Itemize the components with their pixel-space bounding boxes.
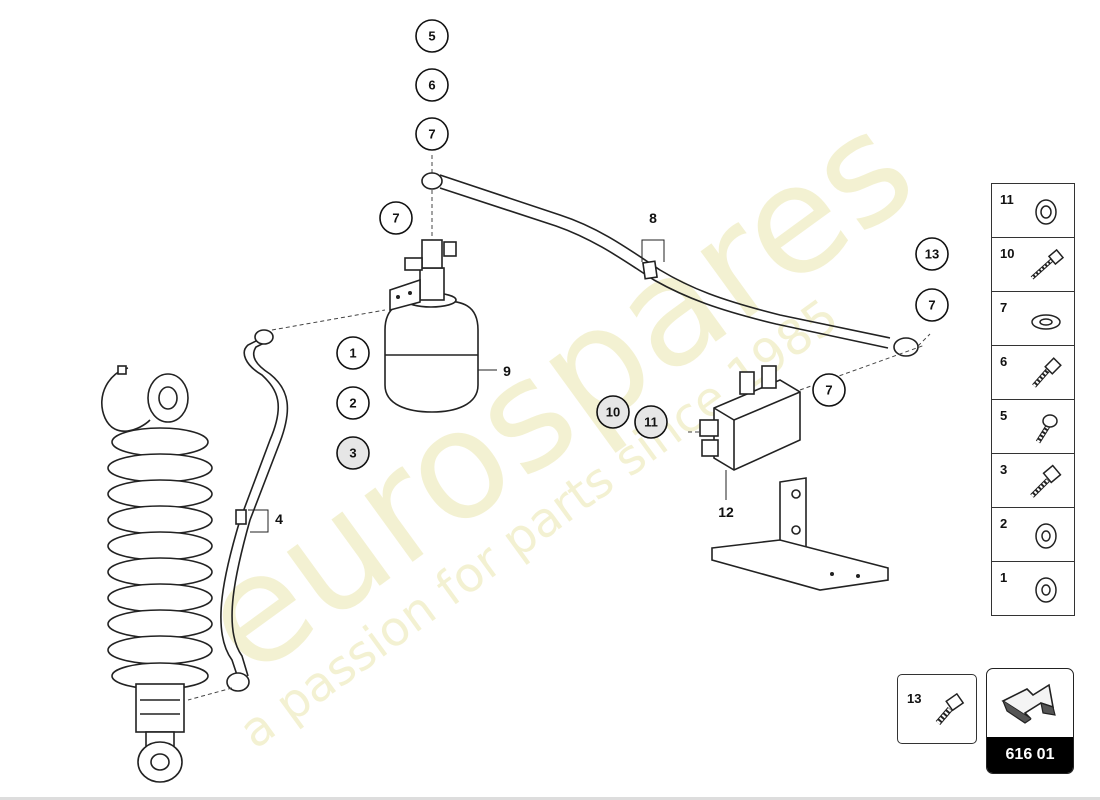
svg-text:5: 5	[428, 29, 435, 44]
hex-bolt-icon	[1030, 464, 1062, 498]
bottom-rule	[0, 797, 1100, 800]
pipe-8	[421, 172, 931, 357]
legend-item: 10	[992, 238, 1074, 292]
washer-icon	[1035, 577, 1057, 603]
legend-number: 1	[1000, 570, 1008, 585]
callout-7: 7	[915, 288, 949, 322]
callout-13: 13	[915, 237, 949, 271]
svg-text:7: 7	[428, 127, 435, 142]
callout-7: 7	[812, 373, 846, 407]
legend-item: 2	[992, 508, 1074, 562]
shock-absorber	[100, 365, 213, 783]
callout-6: 6	[415, 68, 449, 102]
hollow-screw-icon	[1032, 357, 1062, 388]
parts-legend: 11 10 7 6 5 3 2 1	[991, 183, 1075, 616]
callout-3: 3	[336, 436, 370, 470]
legend-number: 7	[1000, 300, 1008, 315]
washer-icon	[1035, 199, 1057, 225]
legend-item: 6	[992, 346, 1074, 400]
label-9: 9	[503, 363, 511, 379]
svg-text:2: 2	[349, 396, 356, 411]
legend-number: 11	[1000, 192, 1014, 207]
label-12: 12	[718, 504, 734, 520]
svg-text:6: 6	[428, 78, 435, 93]
svg-text:13: 13	[925, 247, 939, 262]
callout-7: 7	[379, 201, 413, 235]
legend-item: 7	[992, 292, 1074, 346]
navigation-arrow-icon	[1001, 683, 1056, 724]
hose-4	[187, 309, 386, 701]
ring-icon	[1035, 523, 1057, 549]
svg-text:7: 7	[825, 383, 832, 398]
legend-item: 11	[992, 184, 1074, 238]
legend-item: 5	[992, 400, 1074, 454]
legend-number: 5	[1000, 408, 1008, 423]
watermark: eurospares a passion for parts since 198…	[169, 80, 944, 760]
svg-text:7: 7	[392, 211, 399, 226]
bolt-icon	[1030, 248, 1064, 280]
callout-1: 1	[336, 336, 370, 370]
reference-box: 616 01	[986, 668, 1074, 774]
callout-2: 2	[336, 386, 370, 420]
extra-part-box: 13	[897, 674, 977, 744]
mounting-bracket	[711, 477, 889, 591]
accumulator-9	[384, 155, 497, 413]
extra-part-number: 13	[907, 691, 922, 706]
label-8: 8	[649, 210, 657, 226]
legend-item: 1	[992, 562, 1074, 615]
hex-screw-icon	[935, 692, 965, 725]
svg-text:3: 3	[349, 446, 356, 461]
legend-number: 10	[1000, 246, 1015, 261]
screw-icon	[1035, 414, 1058, 444]
legend-number: 2	[1000, 516, 1008, 531]
reference-code: 616 01	[987, 737, 1073, 773]
callout-11: 11	[634, 405, 668, 439]
legend-number: 6	[1000, 354, 1008, 369]
callout-5: 5	[415, 19, 449, 53]
svg-text:10: 10	[606, 405, 620, 420]
legend-item: 3	[992, 454, 1074, 508]
svg-text:7: 7	[928, 298, 935, 313]
legend-number: 3	[1000, 462, 1008, 477]
sealing-ring-icon	[1031, 314, 1061, 330]
svg-text:1: 1	[349, 346, 356, 361]
callout-7: 7	[415, 117, 449, 151]
svg-text:11: 11	[644, 415, 658, 430]
label-4: 4	[275, 511, 283, 527]
callout-10: 10	[596, 395, 630, 429]
